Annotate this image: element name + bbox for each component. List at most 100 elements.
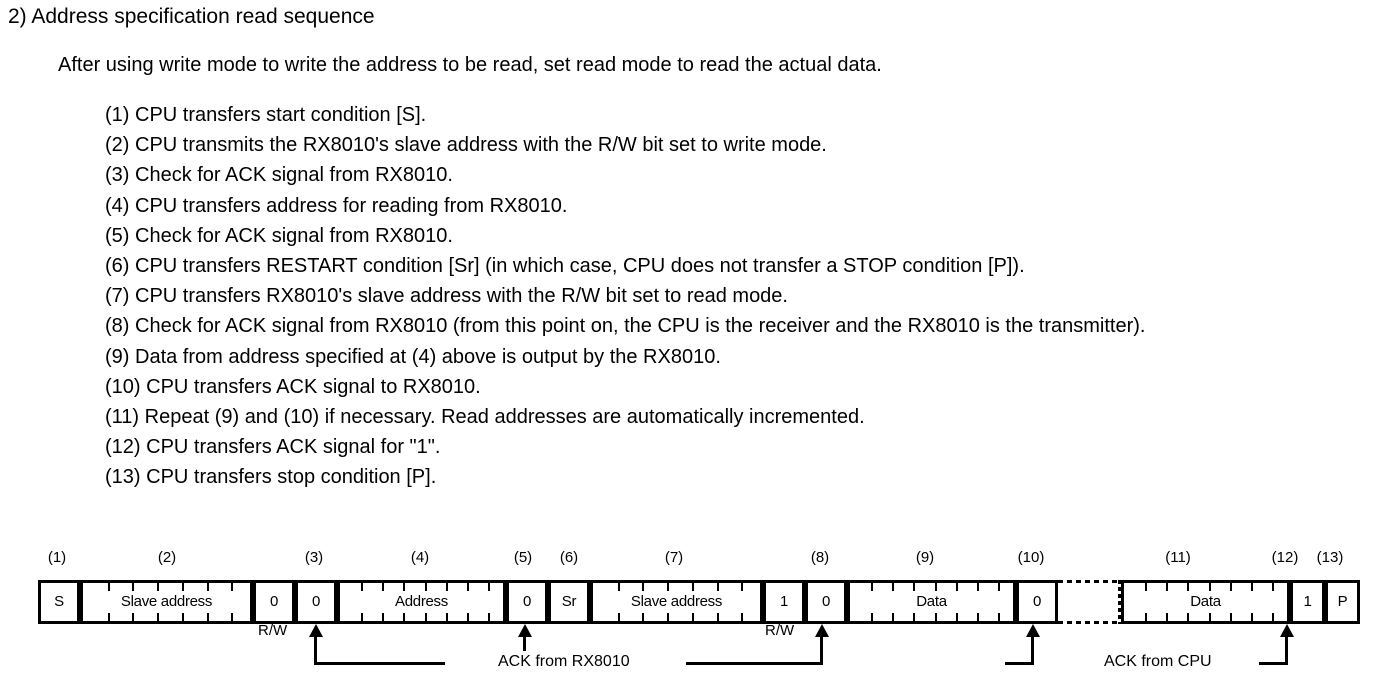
- bit-tick: [913, 613, 916, 621]
- bit-tick: [382, 613, 385, 621]
- bit-tick: [1250, 613, 1253, 621]
- frame-cell: Data: [847, 583, 1016, 621]
- arrow-step-5-shaft: [523, 635, 526, 651]
- frame-cell-label: Slave address: [120, 593, 213, 610]
- i2c-read-sequence-diagram: (1)(2)(3)(4)(5)(6)(7)(8)(9)(10)(11)(12)(…: [0, 548, 1400, 688]
- frame-cell-label: 1: [1303, 593, 1312, 610]
- bit-tick: [1166, 583, 1169, 591]
- break-edge: [1058, 621, 1121, 624]
- bit-tick: [403, 613, 406, 621]
- frame-cell: Data: [1121, 583, 1290, 621]
- rw-write-label: R/W: [258, 622, 288, 639]
- sequence-label: (11): [1165, 549, 1191, 566]
- sequence-label: (3): [304, 549, 324, 566]
- step-item: (8) Check for ACK signal from RX8010 (fr…: [105, 315, 1146, 338]
- bit-tick: [617, 583, 620, 591]
- bit-tick: [617, 613, 620, 621]
- step-item: (6) CPU transfers RESTART condition [Sr]…: [105, 255, 1025, 278]
- sequence-label: (2): [157, 549, 177, 566]
- arrow-step-8-leader-line: [686, 662, 823, 665]
- bit-tick: [667, 613, 670, 621]
- step-item: (5) Check for ACK signal from RX8010.: [105, 224, 453, 247]
- step-item: (1) CPU transfers start condition [S].: [105, 104, 427, 126]
- step-list: (1) CPU transfers start condition [S].(2…: [105, 100, 1395, 493]
- bit-tick: [1229, 583, 1232, 591]
- frame-cell: Address: [337, 583, 506, 621]
- step-item: (4) CPU transfers address for reading fr…: [105, 194, 568, 217]
- sequence-label: (7): [664, 549, 684, 566]
- bit-tick: [892, 583, 895, 591]
- frame-cell: 0: [506, 583, 548, 621]
- sequence-label: (6): [559, 549, 579, 566]
- bit-tick: [976, 583, 979, 591]
- frame-cell-label: Sr: [561, 593, 577, 610]
- bit-tick: [1208, 613, 1211, 621]
- bit-tick: [1229, 613, 1232, 621]
- bit-tick: [206, 613, 209, 621]
- frame-cell: S: [38, 583, 80, 621]
- bit-tick: [1187, 613, 1190, 621]
- bit-tick: [955, 613, 958, 621]
- intro-paragraph: After using write mode to write the addr…: [58, 54, 882, 76]
- bit-tick: [642, 583, 645, 591]
- frame-break-region: [1058, 580, 1121, 624]
- bit-tick: [955, 583, 958, 591]
- bit-tick: [1271, 613, 1274, 621]
- ack-rx8010-note: ACK from RX8010: [498, 653, 630, 670]
- bit-tick: [361, 583, 364, 591]
- bit-tick: [1250, 583, 1253, 591]
- bit-tick: [132, 583, 135, 591]
- bit-tick: [1187, 583, 1190, 591]
- bit-tick: [1145, 613, 1148, 621]
- frame-cell-label: P: [1337, 593, 1348, 610]
- bit-tick: [132, 613, 135, 621]
- frame-cell: 0: [1016, 583, 1058, 621]
- bit-tick: [997, 613, 1000, 621]
- bit-tick: [231, 583, 234, 591]
- bit-tick: [976, 613, 979, 621]
- bit-tick: [487, 583, 490, 591]
- bit-tick: [107, 613, 110, 621]
- bit-tick: [445, 583, 448, 591]
- frame-cell-label: Address: [395, 593, 448, 610]
- step-item: (3) Check for ACK signal from RX8010.: [105, 164, 453, 187]
- bit-tick: [934, 583, 937, 591]
- bit-tick: [691, 583, 694, 591]
- bit-tick: [487, 613, 490, 621]
- frame-cell-label: 0: [311, 593, 321, 610]
- bit-tick: [206, 583, 209, 591]
- bit-tick: [1208, 583, 1211, 591]
- frame-cell: Sr: [548, 583, 590, 621]
- break-edge: [1058, 580, 1121, 583]
- sequence-label: (9): [915, 549, 935, 566]
- frame-cell: 0: [805, 583, 847, 621]
- bit-tick: [157, 613, 160, 621]
- sequence-label: (13): [1316, 549, 1344, 566]
- frame-cell-label: 0: [821, 593, 831, 610]
- bit-tick: [181, 583, 184, 591]
- frame-cell: Slave address: [590, 583, 763, 621]
- bit-tick: [871, 613, 874, 621]
- bit-tick: [361, 613, 364, 621]
- frame-cell-label: S: [54, 593, 64, 610]
- step-item: (10) CPU transfers ACK signal to RX8010.: [105, 375, 481, 398]
- arrow-step-8-shaft: [820, 635, 823, 662]
- bit-tick: [403, 583, 406, 591]
- frame-cell-label: 0: [1032, 593, 1042, 610]
- ack-cpu-note: ACK from CPU: [1104, 653, 1212, 670]
- bit-tick: [424, 613, 427, 621]
- bit-tick: [741, 613, 744, 621]
- step-item: (11) Repeat (9) and (10) if necessary. R…: [105, 406, 865, 429]
- rw-read-label: R/W: [765, 622, 795, 639]
- bit-tick: [157, 583, 160, 591]
- arrow-step-3-shaft: [314, 635, 317, 662]
- sequence-label: (12): [1271, 549, 1299, 566]
- bit-tick: [466, 583, 469, 591]
- sequence-label: (1): [47, 549, 67, 566]
- bit-tick: [466, 613, 469, 621]
- bit-tick: [716, 583, 719, 591]
- frame-cell-label: Data: [1190, 593, 1221, 610]
- frame-cell: 0: [253, 583, 295, 621]
- arrow-step-8-head: [814, 624, 829, 637]
